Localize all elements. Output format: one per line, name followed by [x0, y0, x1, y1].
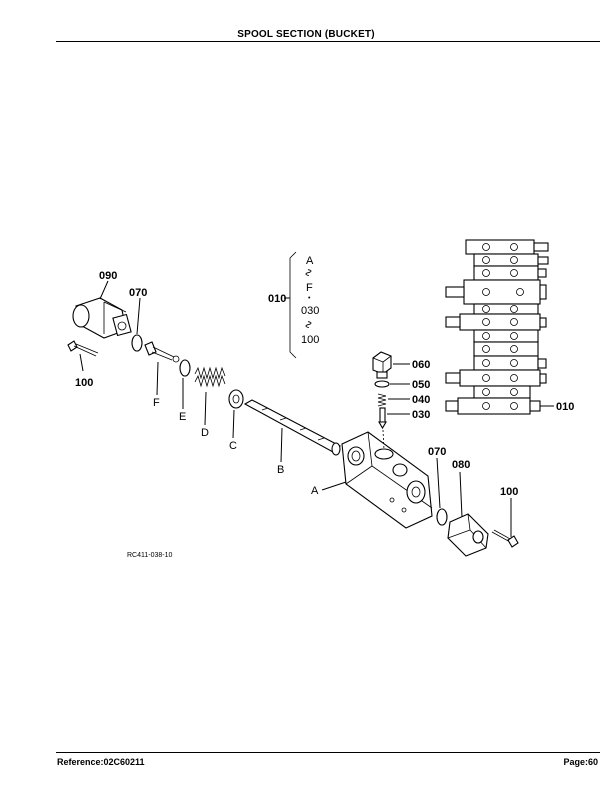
- label-050: 050: [412, 379, 430, 391]
- o-ring-070-left: [131, 334, 143, 352]
- label-030: 030: [412, 409, 430, 421]
- bracket-dot: •: [308, 295, 311, 302]
- letter-a: A: [311, 485, 319, 497]
- reference-code: Reference:02C60211: [57, 757, 145, 767]
- end-cover-080: [447, 513, 489, 557]
- page-number: Page:60: [563, 757, 598, 767]
- valve-body-a: [341, 431, 433, 529]
- plug-060: [372, 351, 392, 379]
- bolt-100-right: [491, 529, 519, 548]
- label-100-right: 100: [500, 486, 518, 498]
- label-060: 060: [412, 359, 430, 371]
- part-d: [194, 366, 226, 388]
- o-ring-070-right: [436, 508, 448, 526]
- part-e: [179, 359, 191, 377]
- label-070-left: 070: [129, 287, 147, 299]
- label-010-stack: 010: [556, 401, 574, 413]
- letter-f: F: [153, 397, 160, 409]
- bracket-mid-f: F: [306, 282, 313, 294]
- bolt-100-left: [67, 340, 99, 357]
- end-cap-090: [72, 297, 132, 339]
- poppet-030: [378, 407, 387, 430]
- letter-e: E: [179, 411, 186, 423]
- part-c: [228, 389, 244, 409]
- part-f: [144, 341, 180, 363]
- valve-stack-assembly: [445, 239, 549, 415]
- o-ring-050: [374, 380, 390, 388]
- figure-code: RC411-038-10: [127, 552, 173, 559]
- label-090: 090: [99, 270, 117, 282]
- letter-d: D: [201, 427, 209, 439]
- bracket-top-a: A: [306, 255, 314, 267]
- footer-rule: [56, 752, 600, 753]
- bracket-code-030: 030: [301, 305, 319, 317]
- spool-b: [243, 399, 341, 456]
- bracket-code-100: 100: [301, 334, 319, 346]
- letter-c: C: [229, 440, 237, 452]
- label-040: 040: [412, 394, 430, 406]
- bracket-tilde-1: ∿: [302, 268, 314, 277]
- label-100-left: 100: [75, 377, 93, 389]
- bracket-tilde-2: ∿: [302, 320, 314, 329]
- page-title: SPOOL SECTION (BUCKET): [237, 29, 375, 40]
- label-080: 080: [452, 459, 470, 471]
- group-bracket-010: [284, 251, 297, 359]
- letter-b: B: [277, 464, 284, 476]
- header-rule: [56, 41, 600, 42]
- spring-040: [377, 393, 387, 407]
- label-070-right: 070: [428, 446, 446, 458]
- label-010-group: 010: [268, 293, 286, 305]
